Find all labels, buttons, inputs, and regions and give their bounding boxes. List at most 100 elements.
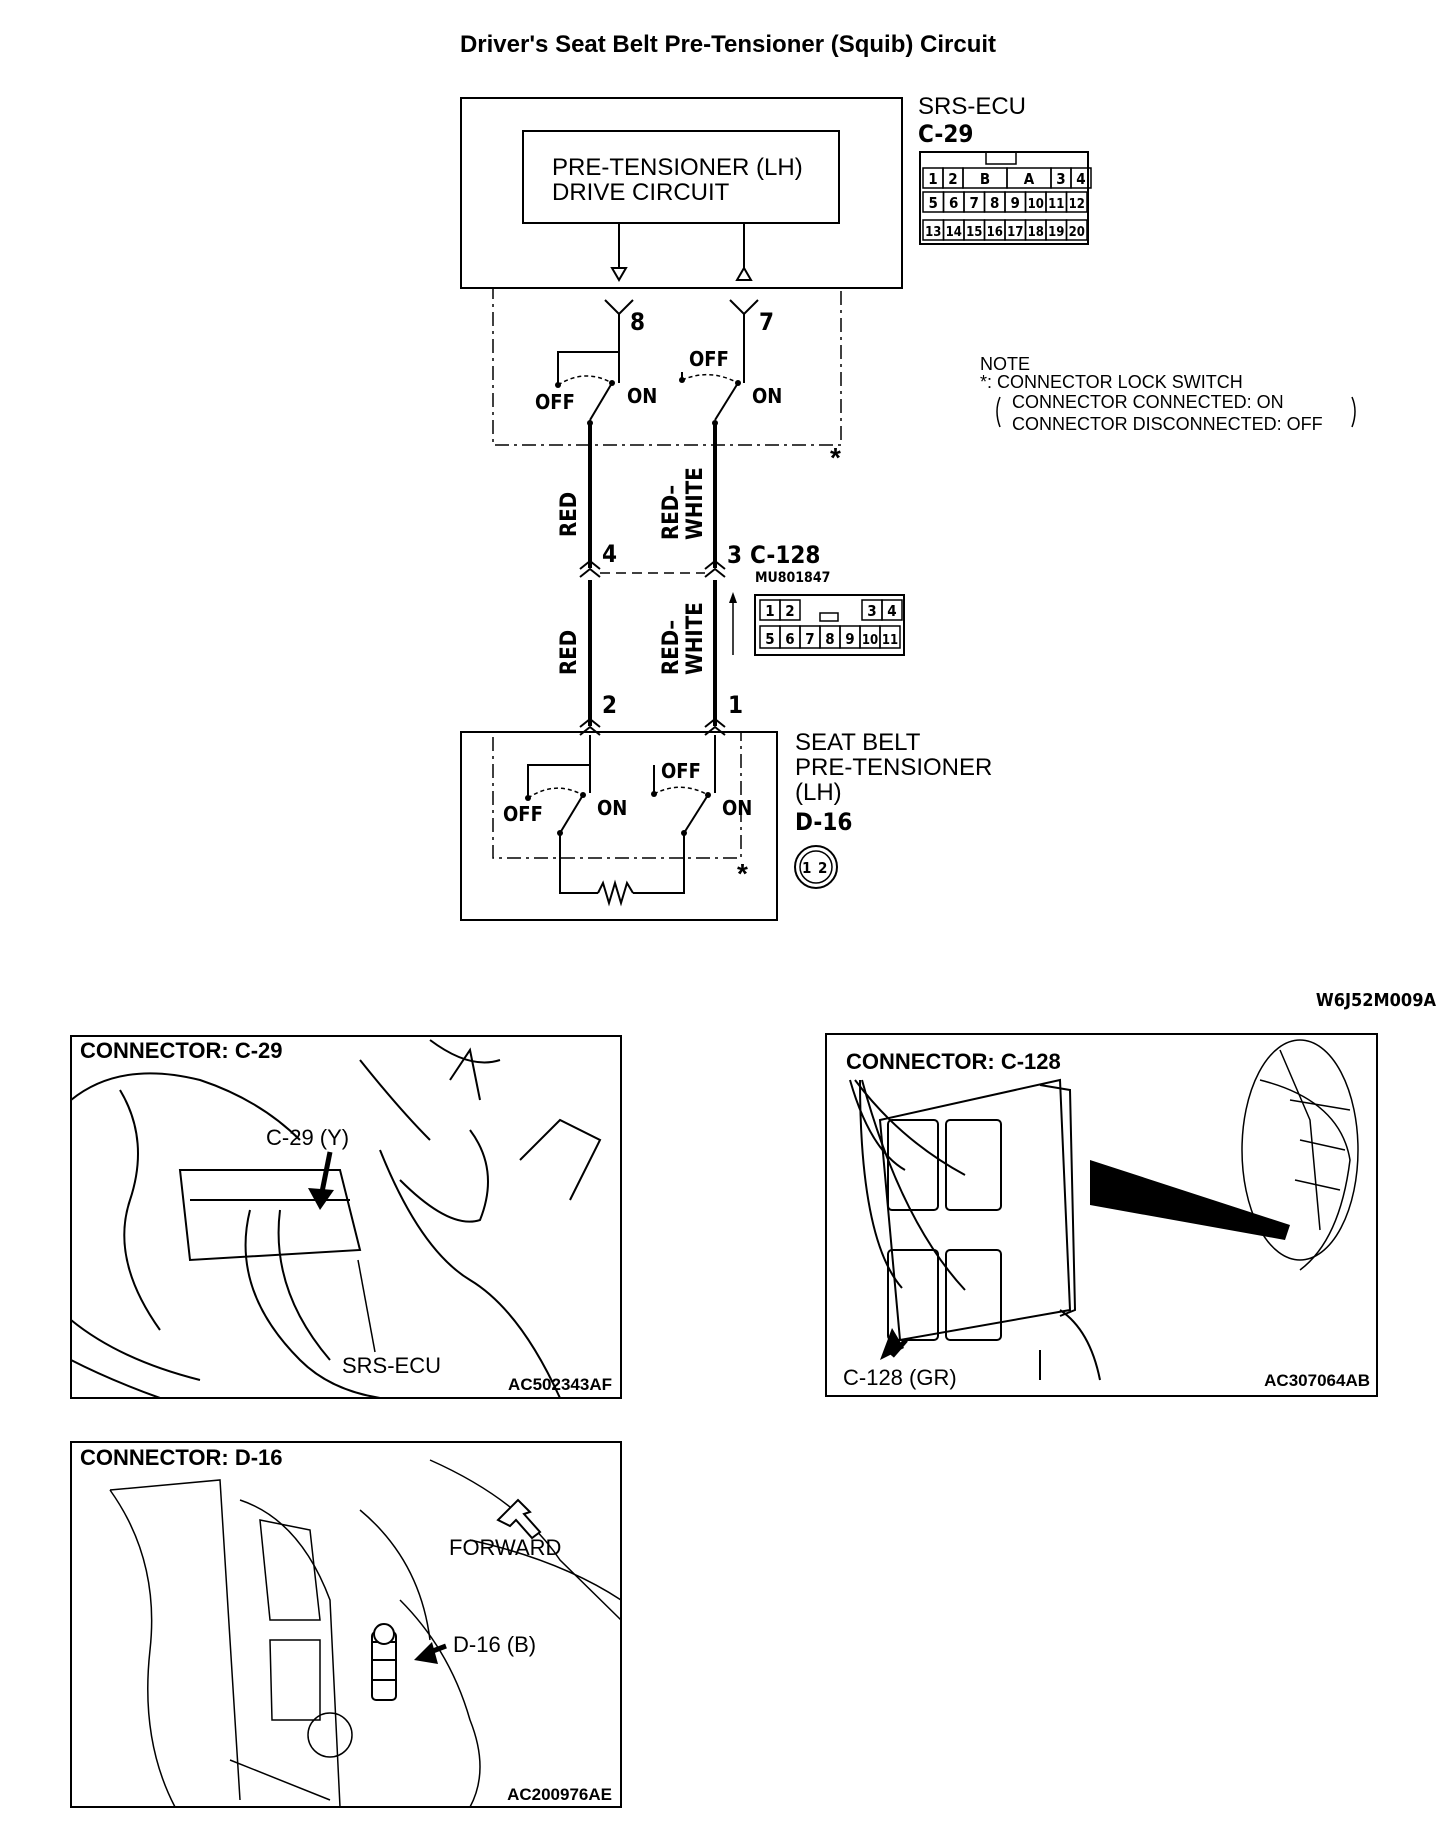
pin-number: 9 bbox=[1011, 194, 1020, 212]
pin-number: 14 bbox=[946, 225, 962, 240]
ecu-switch-left-on: ON bbox=[627, 384, 657, 408]
pin-number: 3 bbox=[867, 602, 876, 620]
panel-c29-code: AC502343AF bbox=[508, 1375, 612, 1394]
c29-callout-arrow-icon bbox=[308, 1188, 334, 1210]
srs-ecu-box: PRE-TENSIONER (LH) DRIVE CIRCUIT bbox=[460, 97, 903, 289]
pin-cell bbox=[779, 599, 801, 621]
pin-number: 1 bbox=[928, 170, 937, 188]
pin-number: 4 bbox=[1076, 170, 1085, 188]
pretensioner-pin-right-number: 1 bbox=[728, 691, 743, 719]
ecu-lock-switch-region: 8 7 OFF ON OFF ON * bbox=[492, 287, 842, 473]
note-line-2: CONNECTOR CONNECTED: ON bbox=[1012, 392, 1284, 412]
pin-cell bbox=[881, 599, 903, 621]
wire-color-left-lower: RED bbox=[557, 630, 582, 675]
panel-d16-title: CONNECTOR: D-16 bbox=[80, 1445, 283, 1470]
panel-c128-callout: C-128 (GR) bbox=[843, 1365, 957, 1390]
pretensioner-label-line1: SEAT BELT bbox=[795, 729, 921, 756]
diagram-code: W6J52M009A bbox=[1316, 990, 1437, 1011]
drive-circuit-label-line1: PRE-TENSIONER (LH) bbox=[552, 154, 803, 181]
pin-cell bbox=[879, 625, 901, 649]
d16-connector-face: 1 2 bbox=[794, 845, 838, 889]
pretensioner-label-line3: (LH) bbox=[795, 779, 842, 806]
wire-color-right-lower-2: WHITE bbox=[683, 602, 708, 675]
pin-number: 6 bbox=[785, 630, 794, 648]
pin-number: 5 bbox=[765, 630, 774, 648]
ecu-switch-right-on: ON bbox=[752, 384, 782, 408]
d16-pin-2: 2 bbox=[818, 859, 827, 877]
pin-number: 10 bbox=[862, 633, 878, 648]
pt-switch-right-on: ON bbox=[722, 796, 752, 820]
pin-number: 16 bbox=[987, 225, 1003, 240]
ecu-connector-id: C-29 bbox=[918, 120, 973, 148]
ecu-switch-right-off: OFF bbox=[689, 347, 729, 371]
pretensioner-lock-switch-asterisk: * bbox=[737, 858, 748, 889]
ecu-pin-left-number: 8 bbox=[630, 308, 645, 336]
pretensioner-connector-id: D-16 bbox=[795, 808, 852, 836]
pin-number: 13 bbox=[925, 225, 941, 240]
note-heading: NOTE bbox=[980, 354, 1030, 374]
panel-c29-callout: C-29 (Y) bbox=[266, 1125, 349, 1150]
panel-d16-forward-label: FORWARD bbox=[449, 1535, 561, 1560]
drive-circuit-label-line2: DRIVE CIRCUIT bbox=[552, 179, 730, 206]
pin-number: 15 bbox=[966, 225, 982, 240]
note-line-3: CONNECTOR DISCONNECTED: OFF bbox=[1012, 414, 1323, 434]
panel-c128-code: AC307064AB bbox=[1264, 1371, 1370, 1390]
pin-number: 7 bbox=[970, 194, 979, 212]
pin-number: 4 bbox=[887, 602, 896, 620]
panel-connector-c128: CONNECTOR: C-128 C-128 (GR) AC307064AB bbox=[825, 1033, 1378, 1397]
c128-callout-arrow-icon bbox=[880, 1328, 904, 1360]
pretensioner-box: OFF ON OFF ON * bbox=[460, 717, 778, 921]
pt-switch-left-off: OFF bbox=[503, 802, 543, 826]
wire-color-right-lower-1: RED– bbox=[659, 620, 684, 675]
d16-pin-1: 1 bbox=[802, 859, 811, 877]
panel-d16-callout: D-16 (B) bbox=[453, 1632, 536, 1657]
d16-callout-arrow-icon bbox=[414, 1642, 438, 1664]
c128-part-number: MU801847 bbox=[755, 570, 830, 586]
pin-number: A bbox=[1024, 170, 1035, 188]
pin-number: 1 bbox=[765, 602, 774, 620]
note-block: NOTE *: CONNECTOR LOCK SWITCH CONNECTOR … bbox=[980, 354, 1356, 434]
ecu-switch-left-off: OFF bbox=[535, 390, 575, 414]
ecu-pin-right-number: 7 bbox=[759, 308, 774, 336]
pt-switch-left-on: ON bbox=[597, 796, 627, 820]
pin-number: 20 bbox=[1069, 225, 1085, 240]
wire-color-right-upper-2: WHITE bbox=[683, 467, 708, 540]
squib-resistor bbox=[597, 879, 634, 907]
pt-switch-right-off: OFF bbox=[661, 759, 701, 783]
pin-number: 9 bbox=[845, 630, 854, 648]
pin-number: 8 bbox=[825, 630, 834, 648]
c128-pin-right-number: 3 bbox=[727, 541, 742, 569]
pin-number: 2 bbox=[785, 602, 794, 620]
pin-number: B bbox=[980, 170, 990, 188]
pin-cell bbox=[1065, 191, 1088, 213]
diagram-title: Driver's Seat Belt Pre-Tensioner (Squib)… bbox=[460, 31, 996, 58]
pin-number: 2 bbox=[948, 170, 957, 188]
pretensioner-pin-left-number: 2 bbox=[602, 691, 617, 719]
ecu-lock-switch-asterisk: * bbox=[830, 442, 841, 473]
panel-c29-title: CONNECTOR: C-29 bbox=[80, 1038, 283, 1063]
wire-harness: RED RED– WHITE RED RED– WHITE bbox=[557, 425, 717, 726]
pin-number: 8 bbox=[990, 194, 999, 212]
pin-number: 12 bbox=[1069, 197, 1085, 212]
panel-c29-srs-ecu-label: SRS-ECU bbox=[342, 1353, 441, 1378]
drive-circuit-box bbox=[522, 130, 840, 224]
c128-connector-id: C-128 bbox=[750, 541, 820, 569]
wire-color-right-upper-1: RED– bbox=[659, 485, 684, 540]
panel-c128-title: CONNECTOR: C-128 bbox=[846, 1049, 1061, 1074]
pin-number: 17 bbox=[1007, 225, 1023, 240]
ecu-name: SRS-ECU bbox=[918, 93, 1026, 120]
pin-number: 11 bbox=[882, 633, 898, 648]
pin-number: 10 bbox=[1028, 197, 1044, 212]
forward-arrow-icon bbox=[496, 1498, 542, 1540]
pin-number: 7 bbox=[805, 630, 814, 648]
pin-number: 5 bbox=[929, 194, 938, 212]
pin-number: 18 bbox=[1028, 225, 1044, 240]
pin-number: 11 bbox=[1048, 197, 1064, 212]
